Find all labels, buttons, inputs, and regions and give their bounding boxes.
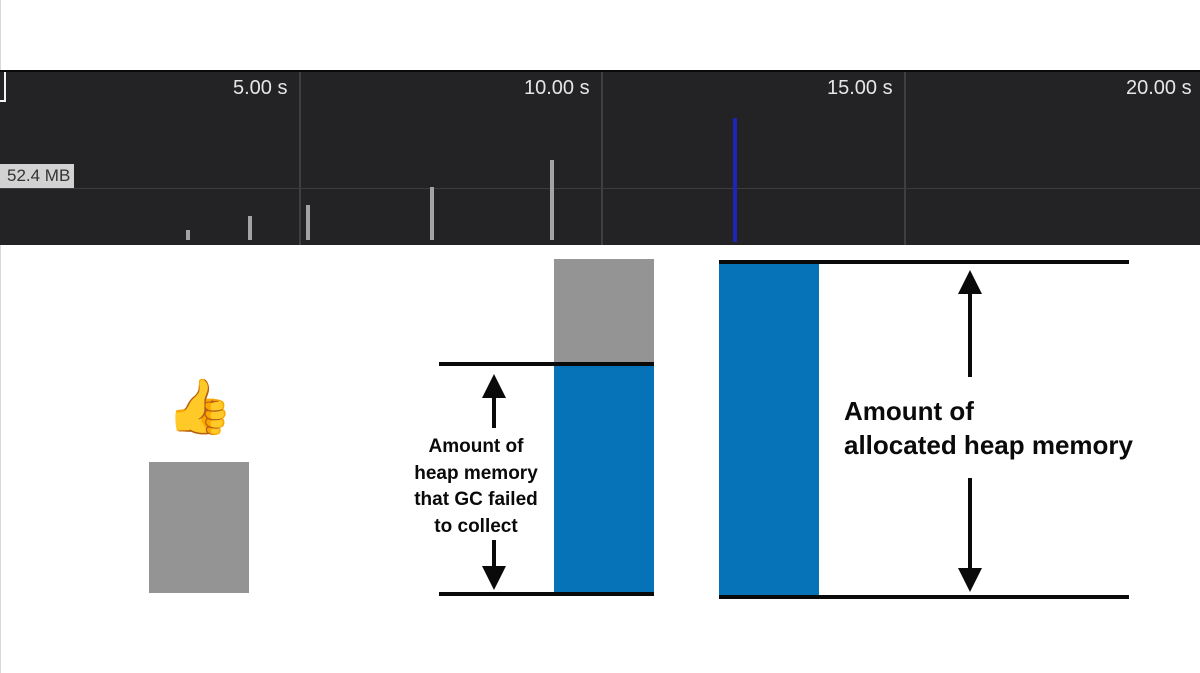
timeline-corner-handle[interactable] [0, 72, 6, 102]
collected-memory-block [554, 259, 654, 367]
allocated-top-line [719, 260, 1129, 264]
current-time-marker[interactable] [733, 118, 737, 242]
left-edge-rule [0, 0, 1, 673]
arrow-down-shaft [492, 540, 496, 568]
timeline-top-border [0, 70, 1200, 72]
arrow-down-shaft [968, 478, 972, 570]
allocated-memory-label: Amount of allocated heap memory [844, 396, 1133, 460]
uncollected-memory-label: Amount of heap memory that GC failed to … [414, 436, 538, 537]
allocated-bottom-line [719, 595, 1129, 599]
gc-event-bar [186, 230, 190, 240]
arrow-up-shaft [492, 396, 496, 428]
thumbs-up-icon: 👍 [166, 377, 234, 437]
memory-level-label: 52.4 MB [0, 164, 75, 188]
gc-event-bar [430, 187, 434, 240]
uncollected-top-line [439, 362, 654, 366]
gridline-5s [299, 72, 301, 245]
arrow-up-icon [958, 270, 982, 294]
memory-level-line [0, 188, 1200, 189]
gridline-10s [601, 72, 603, 245]
gc-event-bar [550, 160, 554, 240]
small-heap-block [149, 462, 249, 593]
gc-event-bar [248, 216, 252, 240]
arrow-down-icon [482, 566, 506, 590]
tick-label-15s: 15.00 s [827, 77, 893, 99]
uncollected-memory-block [554, 365, 654, 593]
allocated-memory-block [719, 262, 819, 596]
arrow-up-icon [482, 374, 506, 398]
arrow-down-icon [958, 568, 982, 592]
gc-event-bar [306, 205, 310, 240]
tick-label-5s: 5.00 s [233, 77, 288, 99]
memory-timeline: 5.00 s 10.00 s 15.00 s 20.00 s 52.4 MB [0, 70, 1200, 245]
arrow-up-shaft [968, 292, 972, 377]
tick-label-10s: 10.00 s [524, 77, 590, 99]
gridline-15s [904, 72, 906, 245]
tick-label-20s: 20.00 s [1126, 77, 1192, 99]
uncollected-bottom-line [439, 592, 654, 596]
